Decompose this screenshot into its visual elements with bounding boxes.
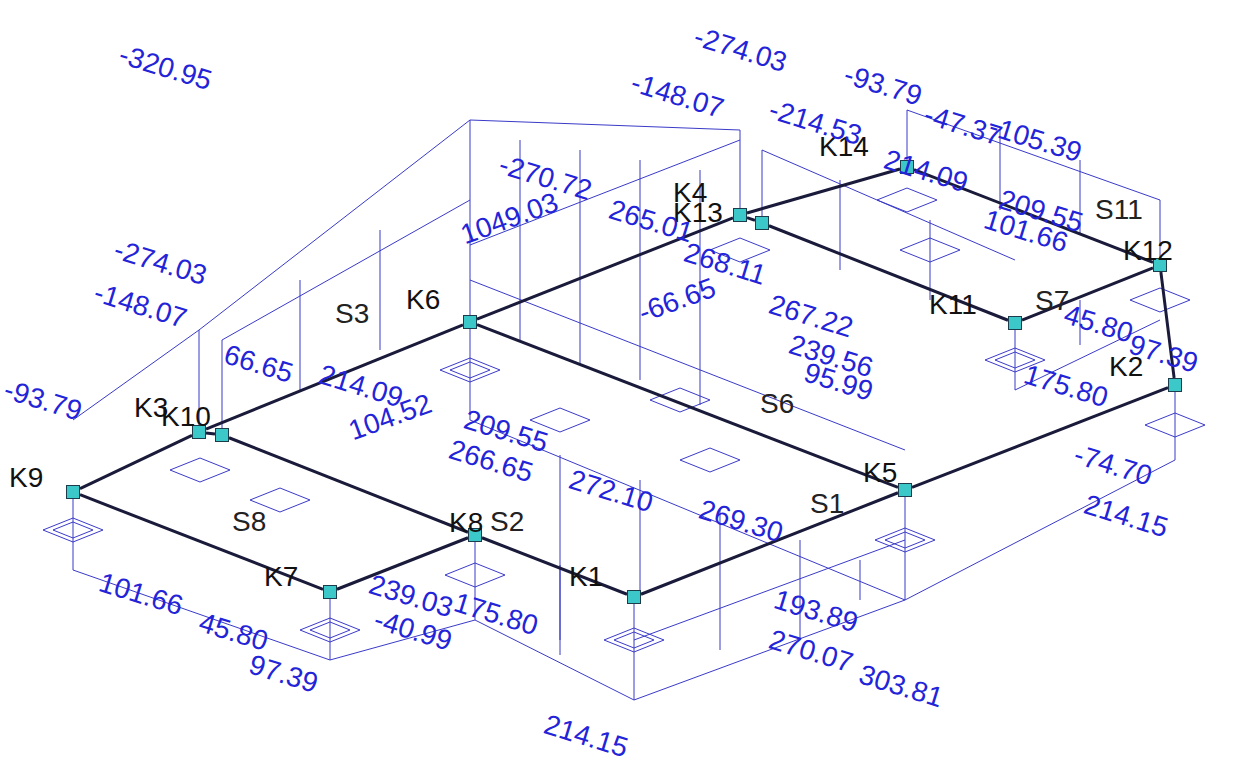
moment-value: -214.53 [766, 96, 865, 151]
moment-value: 66.65 [221, 341, 296, 388]
moment-value: 175.80 [451, 589, 541, 641]
joint-marker: K13 [755, 216, 769, 230]
joint-marker: K6 [463, 315, 477, 329]
moment-value: -274.03 [691, 23, 790, 78]
joint-marker: K4 [733, 208, 747, 222]
beam-line [747, 169, 900, 213]
moment-value: -93.79 [841, 61, 925, 111]
moment-value: 267.22 [766, 291, 856, 343]
moment-value: -66.65 [635, 274, 719, 327]
beam-line [477, 325, 898, 488]
member-label: S6 [760, 390, 794, 418]
beam-line [206, 433, 215, 434]
member-label: S8 [232, 508, 266, 536]
moment-value: 214.15 [541, 711, 631, 763]
beam-line [80, 435, 192, 488]
member-label: S11 [1095, 196, 1143, 224]
moment-value: 272.10 [566, 466, 656, 518]
moment-value: -320.95 [116, 41, 215, 96]
joint-marker: K8 [468, 528, 482, 542]
moment-value: -74.70 [1071, 441, 1155, 491]
joint-label: K6 [406, 286, 440, 314]
moment-value: -105.39 [986, 113, 1085, 168]
joint-marker: K5 [898, 483, 912, 497]
moment-value: 214.09 [881, 146, 971, 198]
moment-value: 1049.03 [457, 188, 562, 249]
beam-line [641, 493, 898, 594]
moment-value: 101.66 [96, 569, 186, 621]
joint-label: K7 [264, 563, 298, 591]
moment-value: -274.03 [111, 236, 210, 291]
joint-label: K1 [569, 563, 603, 591]
joint-marker: K10 [215, 428, 229, 442]
joint-marker: K2 [1168, 378, 1182, 392]
moment-value: 45.80 [1061, 301, 1136, 348]
beam-line [482, 538, 627, 595]
joint-label: K9 [9, 464, 43, 492]
moment-value: 97.39 [246, 651, 321, 698]
moment-value: 303.81 [856, 661, 946, 713]
joint-marker: K1 [627, 590, 641, 604]
moment-value: 269.30 [696, 496, 786, 548]
joint-label: K8 [449, 509, 483, 537]
moment-value: -148.07 [91, 279, 190, 334]
joint-marker: K9 [66, 485, 80, 499]
moment-value: -93.79 [1, 376, 85, 426]
joint-marker: K7 [323, 585, 337, 599]
joint-label: K5 [863, 459, 897, 487]
joint-label: K10 [161, 403, 211, 431]
member-label: S7 [1035, 287, 1069, 315]
moment-value: 175.80 [1021, 361, 1111, 413]
joint-label: K12 [1123, 237, 1173, 265]
joint-label: K11 [929, 291, 977, 319]
member-label: S1 [810, 490, 844, 518]
moment-value: -148.07 [628, 69, 727, 124]
moment-value: 214.15 [1081, 491, 1171, 543]
joint-marker: K12 [1153, 258, 1167, 272]
beam-line [747, 218, 755, 221]
member-label: S3 [335, 300, 369, 328]
moment-value: 45.80 [196, 609, 271, 656]
member-label: S2 [490, 508, 524, 536]
joint-marker: K11 [1008, 316, 1022, 330]
